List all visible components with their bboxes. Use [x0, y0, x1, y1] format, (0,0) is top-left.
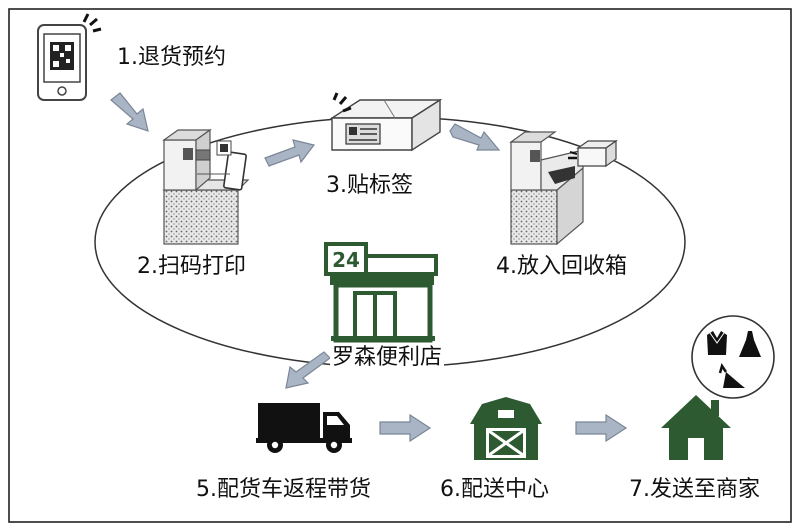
- step-7-label: 7.发送至商家: [629, 477, 760, 502]
- parcel-label-icon: [329, 92, 443, 152]
- store-sign-number: 24: [332, 248, 360, 272]
- store-name-label: 罗森便利店: [330, 345, 445, 370]
- convenience-store-icon: 24: [324, 242, 438, 343]
- delivery-truck-icon: [256, 403, 352, 453]
- arrow-truck-to-center: [379, 413, 432, 443]
- arrow-center-to-merchant: [575, 413, 628, 443]
- phone-qr-icon: [37, 13, 102, 101]
- arrow-store-to-truck: [285, 351, 331, 389]
- step-3-label: 3.贴标签: [326, 173, 413, 198]
- diagram-frame: [8, 8, 792, 523]
- clothing-items-icon: [691, 315, 775, 399]
- step-5-label: 5.配货车返程带货: [196, 477, 371, 502]
- flow-arrows: [110, 92, 628, 443]
- arrow-1-to-2: [110, 92, 149, 132]
- house-merchant-icon: [661, 395, 731, 460]
- kiosk-box-icon: [509, 131, 618, 246]
- arrow-3-to-4: [449, 123, 501, 151]
- step-4-label: 4.放入回收箱: [496, 254, 627, 279]
- step-2-label: 2.扫码打印: [137, 254, 246, 279]
- step-6-label: 6.配送中心: [440, 477, 549, 502]
- step-1-label: 1.退货预约: [117, 45, 226, 70]
- kiosk-scan-icon: [162, 128, 250, 245]
- arrow-2-to-3: [264, 139, 316, 167]
- barn-distribution-icon: [470, 397, 542, 460]
